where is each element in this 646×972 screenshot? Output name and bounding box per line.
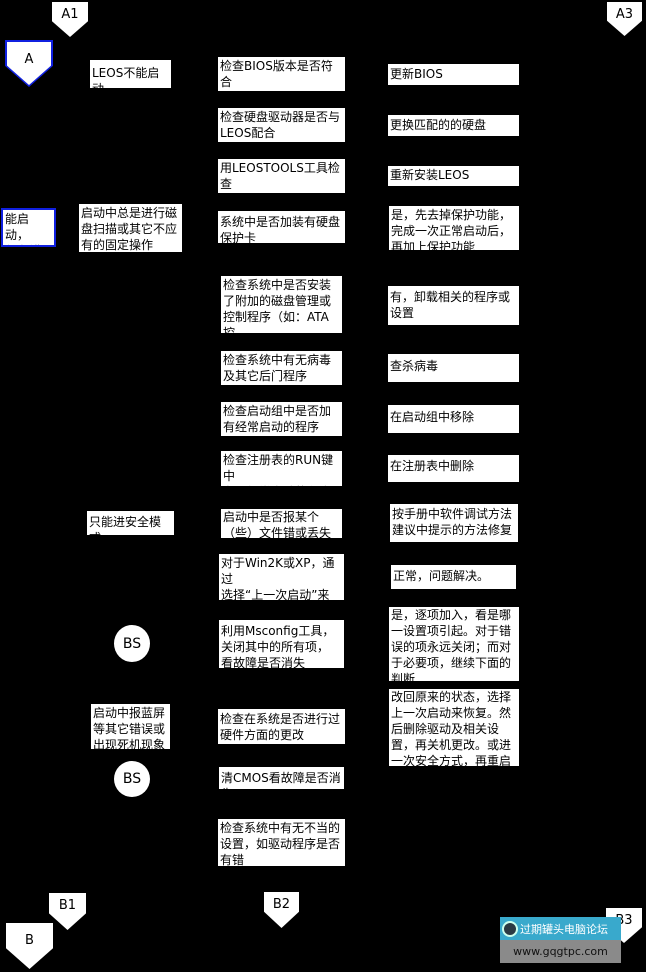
check-step: 检查硬盘驱动器是否与 LEOS配合: [218, 108, 345, 142]
check-step: 检查BIOS版本是否符合 LEOS的要求: [218, 57, 345, 91]
action-step: 正常，问题解决。: [391, 565, 516, 589]
watermark: 过期罐头电脑论坛 www.gqgtpc.com: [500, 917, 621, 963]
connector-a1: A1: [52, 2, 88, 37]
watermark-title: 过期罐头电脑论坛: [520, 922, 608, 936]
symptom-cannot-boot: LEOS不能启动: [90, 60, 171, 88]
bs-circle: BS: [114, 625, 150, 662]
action-step: 更换匹配的的硬盘: [388, 115, 519, 136]
action-step: 查杀病毒: [388, 354, 519, 382]
connector-a-label: A: [7, 42, 51, 85]
check-step: 启动中是否报某个 （些）文件错或丢失: [221, 509, 342, 538]
symptom-safe-mode-only: 只能进安全模式: [87, 511, 174, 535]
check-step: 检查在系统是否进行过 硬件方面的更改: [218, 709, 345, 744]
check-step: 系统中是否加装有硬盘 保护卡: [218, 211, 345, 243]
check-step: 检查注册表的RUN键中 有无经常启动的程序: [221, 451, 342, 486]
action-step: 在启动组中移除: [388, 405, 519, 433]
connector-b1: B1: [49, 893, 86, 930]
connector-b2: B2: [264, 892, 299, 928]
symptom-disk-scan: 启动中总是进行磁 盘扫描或其它不应 有的固定操作: [79, 204, 182, 252]
check-step: 清CMOS看故障是否消失: [219, 767, 344, 789]
action-step: 有，卸载相关的程序或 设置: [388, 286, 519, 325]
action-step: 在注册表中删除: [388, 455, 519, 482]
check-step: 检查启动组中是否加 有经常启动的程序: [221, 402, 342, 436]
check-step: 检查系统中有无不当的 设置，如驱动程序是否 有错: [218, 819, 345, 866]
bs-circle: BS: [114, 761, 150, 797]
connector-b: B: [6, 923, 53, 969]
check-step: 用LEOSTOOLS工具检查 安装是否正确: [218, 159, 345, 193]
action-step: 重新安装LEOS: [388, 166, 519, 186]
symptom-boots-with-errors: 能启动， 但有错误: [1, 208, 56, 247]
action-step: 改回原来的状态，选择 上一次启动来恢复。然 后删除驱动及相关设 置，再关机更改。…: [389, 689, 519, 766]
action-step: 更新BIOS: [388, 64, 519, 85]
action-step: 是，逐项加入，看是哪 一设置项引起。对于错 误的项永远关闭；而对 于必要项，继续…: [389, 607, 519, 681]
watermark-url: www.gqgtpc.com: [500, 940, 621, 963]
check-step: 检查系统中有无病毒 及其它后门程序: [221, 351, 342, 385]
action-step: 按手册中软件调试方法 建议中提示的方法修复: [390, 504, 518, 542]
check-step: 利用Msconfig工具， 关闭其中的所有项， 看故障是否消失: [219, 620, 344, 668]
action-step: 是，先去掉保护功能， 完成一次正常启动后， 再加上保护功能: [389, 206, 519, 250]
forum-logo-icon: [502, 920, 518, 937]
symptom-bluescreen: 启动中报蓝屏 等其它错误或 出现死机现象: [91, 704, 170, 749]
connector-a: A: [5, 40, 53, 87]
check-step: 检查系统中是否安装 了附加的磁盘管理或 控制程序（如：ATA控 制程序）: [221, 276, 342, 333]
check-step: 对于Win2K或XP，通过 选择“上一次启动”来 检查是否可正常启动: [219, 554, 344, 600]
connector-a3: A3: [607, 2, 642, 36]
